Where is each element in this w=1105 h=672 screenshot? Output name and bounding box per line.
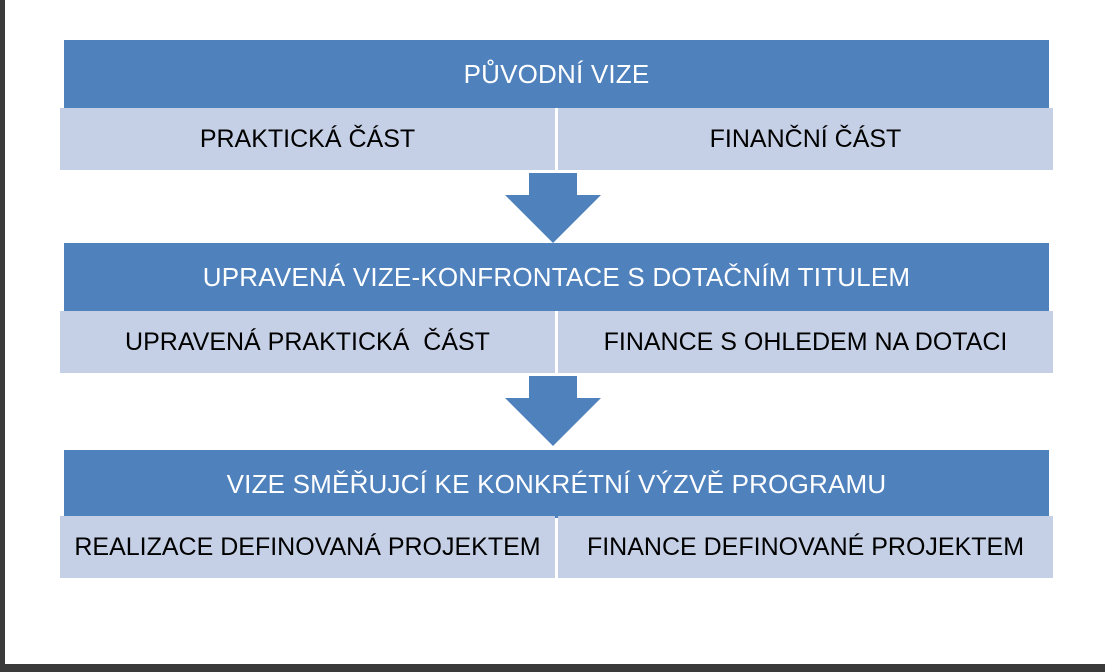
project-finance-cell: FINANCE DEFINOVANÉ PROJEKTEM	[558, 516, 1053, 578]
stage-parts: UPRAVENÁ PRAKTICKÁ ČÁST FINANCE S OHLEDE…	[60, 311, 1053, 373]
finance-subsidy-cell: FINANCE S OHLEDEM NA DOTACI	[558, 311, 1053, 373]
adjusted-practical-part-cell: UPRAVENÁ PRAKTICKÁ ČÁST	[60, 311, 555, 373]
financial-part-cell: FINANČNÍ ČÁST	[558, 108, 1053, 170]
down-arrow-icon	[505, 376, 601, 446]
stage-title: UPRAVENÁ VIZE-KONFRONTACE S DOTAČNÍM TIT…	[64, 243, 1049, 311]
bottom-border	[0, 664, 1105, 672]
left-border	[0, 0, 5, 672]
project-implementation-cell: REALIZACE DEFINOVANÁ PROJEKTEM	[60, 516, 555, 578]
stage-title: VIZE SMĚŘUJCÍ KE KONKRÉTNÍ VÝZVĚ PROGRAM…	[64, 450, 1049, 518]
stage-title: PŮVODNÍ VIZE	[64, 40, 1049, 108]
stage-parts: REALIZACE DEFINOVANÁ PROJEKTEM FINANCE D…	[60, 516, 1053, 578]
down-arrow-icon	[505, 173, 601, 243]
practical-part-cell: PRAKTICKÁ ČÁST	[60, 108, 555, 170]
stage-parts: PRAKTICKÁ ČÁST FINANČNÍ ČÁST	[60, 108, 1053, 170]
